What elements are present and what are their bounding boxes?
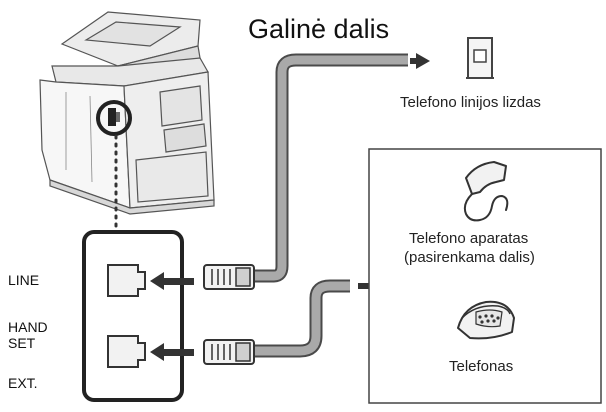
port-label-hand: HAND: [8, 319, 48, 335]
port-label-line: LINE: [8, 272, 39, 288]
port-panel: [82, 230, 184, 402]
handset-title: Telefono aparatas: [409, 230, 528, 247]
ext-port-icon: [107, 335, 146, 368]
printer-illustration: [39, 11, 215, 215]
printer-port-icon: [108, 108, 116, 126]
handset-icon: [463, 161, 509, 222]
port-label-set: SET: [8, 335, 36, 351]
ext-cable: [254, 279, 350, 358]
wall-jack-label: Telefono linijos lizdas: [400, 94, 541, 111]
ext-plug: [203, 339, 255, 365]
printer-port-highlight: [96, 100, 132, 136]
wall-jack-arrow: [410, 53, 430, 69]
wall-jack-icon: [466, 37, 494, 79]
plug-arrow-line: [150, 272, 194, 290]
telephone-label: Telefonas: [449, 358, 513, 375]
telephone-box: [368, 148, 602, 404]
port-label-ext: EXT.: [8, 375, 38, 391]
diagram-title: Galinė dalis: [248, 14, 389, 44]
plug-arrow-ext: [150, 343, 194, 361]
line-plug: [203, 264, 255, 290]
telephone-icon: [457, 300, 515, 340]
handset-subtitle: (pasirenkama dalis): [404, 249, 535, 266]
line-port-icon: [107, 264, 146, 297]
